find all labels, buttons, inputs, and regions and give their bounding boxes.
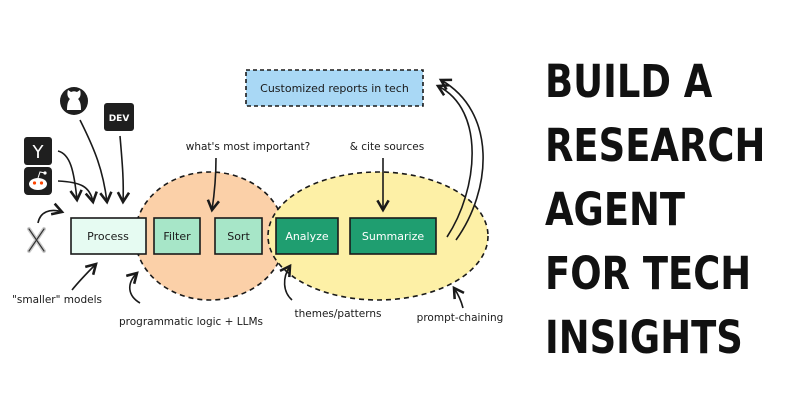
arrow-y-to-process	[57, 150, 83, 203]
pipeline-diagram: Y DEV Process Filter Sort Analyze S	[12, 69, 504, 328]
sort-label: Sort	[227, 230, 250, 243]
headline-line-1: BUILD A	[545, 55, 713, 108]
headline-line-2: RESEARCH	[545, 119, 766, 172]
arrow-logic	[125, 271, 141, 304]
annotation-themes: themes/patterns	[295, 308, 382, 320]
ycombinator-letter: Y	[32, 142, 45, 163]
x-logo-icon	[27, 227, 46, 253]
arrow-important	[206, 157, 220, 213]
arrow-smaller-models	[71, 262, 98, 291]
reddit-icon	[24, 167, 52, 195]
summarize-node: Summarize	[349, 217, 437, 255]
annotation-logic: programmatic logic + LLMs	[119, 316, 263, 328]
headline-line-3: AGENT	[545, 183, 686, 236]
headline-line-5: INSIGHTS	[545, 311, 743, 364]
headline-line-4: FOR TECH	[545, 247, 752, 300]
output-label: Customized reports in tech	[260, 82, 409, 95]
sort-node: Sort	[214, 217, 263, 255]
arrow-dev-to-process	[116, 135, 131, 205]
summarize-label: Summarize	[362, 230, 424, 243]
annotation-smaller-models: "smaller" models	[12, 294, 102, 306]
dev-icon: DEV	[104, 103, 134, 131]
github-icon	[60, 87, 88, 115]
ycombinator-icon: Y	[24, 137, 52, 165]
process-label: Process	[87, 230, 129, 243]
arrow-to-output-1	[435, 84, 473, 238]
arrow-to-output-2	[438, 78, 484, 241]
arrow-chaining	[452, 285, 465, 309]
headline: BUILD A RESEARCH AGENT FOR TECH INSIGHTS	[545, 50, 795, 370]
arrow-x-to-process	[37, 202, 65, 224]
arrow-github-to-process	[79, 119, 113, 205]
analyze-label: Analyze	[285, 230, 329, 243]
dev-label: DEV	[109, 114, 130, 124]
annotation-chaining: prompt-chaining	[417, 312, 504, 324]
annotation-cite: & cite sources	[350, 141, 424, 153]
arrow-reddit-to-process	[57, 180, 98, 205]
filter-label: Filter	[163, 230, 191, 243]
annotation-important: what's most important?	[186, 141, 311, 153]
process-node: Process	[70, 217, 147, 255]
filter-node: Filter	[153, 217, 201, 255]
output-node: Customized reports in tech	[245, 69, 424, 107]
analyze-node: Analyze	[275, 217, 339, 255]
arrow-themes	[279, 263, 293, 301]
